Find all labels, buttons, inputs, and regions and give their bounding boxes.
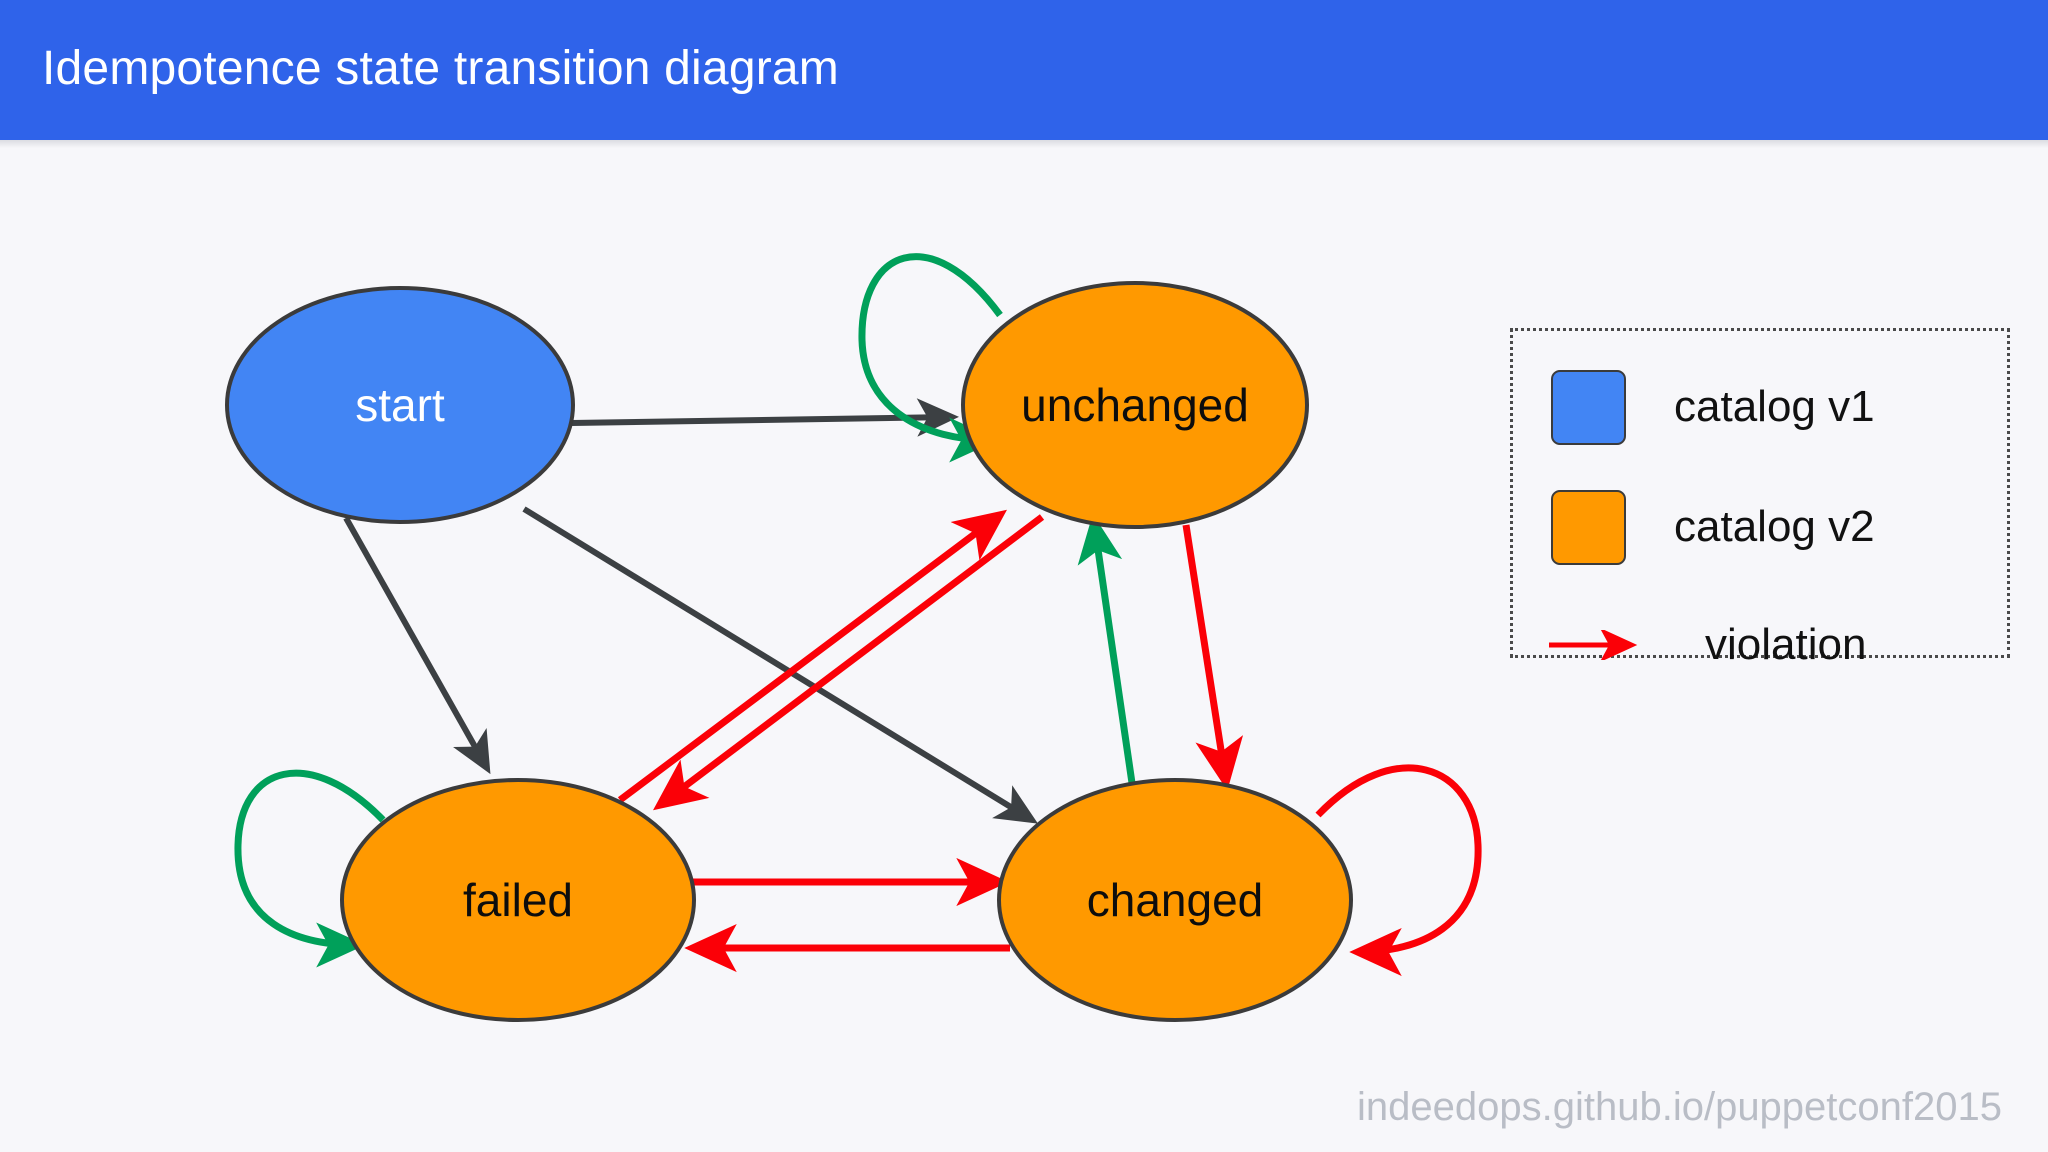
node-failed-shape[interactable] xyxy=(340,778,696,1022)
node-unchanged[interactable]: unchanged xyxy=(961,281,1309,529)
legend-red-arrow-icon xyxy=(1549,630,1638,660)
legend-label-catalog-v2: catalog v2 xyxy=(1674,502,1875,551)
header-shadow xyxy=(0,140,2048,148)
node-changed-shape[interactable] xyxy=(997,778,1353,1022)
edge-unchanged-to-changed xyxy=(1182,524,1244,791)
node-unchanged-label: unchanged xyxy=(1021,379,1249,431)
legend: catalog v1 catalog v2 violation xyxy=(1510,328,2013,669)
legend-item-catalog-v1: catalog v1 xyxy=(1513,359,2013,455)
legend-label-catalog-v1: catalog v1 xyxy=(1674,382,1875,431)
edge-changed-self-loop xyxy=(1315,764,1482,977)
edge-start-to-failed xyxy=(343,516,491,775)
node-unchanged-shape[interactable] xyxy=(961,281,1309,529)
node-start-label: start xyxy=(355,379,445,431)
edge-failed-self-loop xyxy=(234,769,386,968)
header-bar xyxy=(0,0,2048,140)
footer-url: indeedops.github.io/puppetconf2015 xyxy=(1357,1085,2002,1129)
legend-swatch-orange-icon xyxy=(1551,489,1626,565)
legend-item-catalog-v2: catalog v2 xyxy=(1513,479,2013,575)
node-start-shape[interactable] xyxy=(225,286,575,524)
page-title: Idempotence state transition diagram xyxy=(42,42,839,95)
legend-label-violation: violation xyxy=(1705,620,1867,669)
edge-layer xyxy=(234,253,1482,977)
node-changed-label: changed xyxy=(1087,874,1264,926)
edge-failed-to-unchanged xyxy=(617,509,1007,803)
node-failed[interactable]: failed xyxy=(340,778,696,1022)
edge-start-to-unchanged xyxy=(571,398,959,437)
edge-changed-to-unchanged xyxy=(1077,513,1136,784)
edge-start-to-changed xyxy=(522,506,1038,824)
node-layer: start unchanged failed changed xyxy=(225,281,1353,1022)
node-start[interactable]: start xyxy=(225,286,575,524)
node-changed[interactable]: changed xyxy=(997,778,1353,1022)
edge-unchanged-self-loop xyxy=(858,253,1003,463)
edge-unchanged-to-failed xyxy=(653,514,1045,811)
node-failed-label: failed xyxy=(463,874,573,926)
legend-swatch-blue-icon xyxy=(1551,369,1626,445)
legend-item-violation: violation xyxy=(1513,597,2013,693)
state-diagram: start unchanged failed changed xyxy=(225,253,1482,1022)
